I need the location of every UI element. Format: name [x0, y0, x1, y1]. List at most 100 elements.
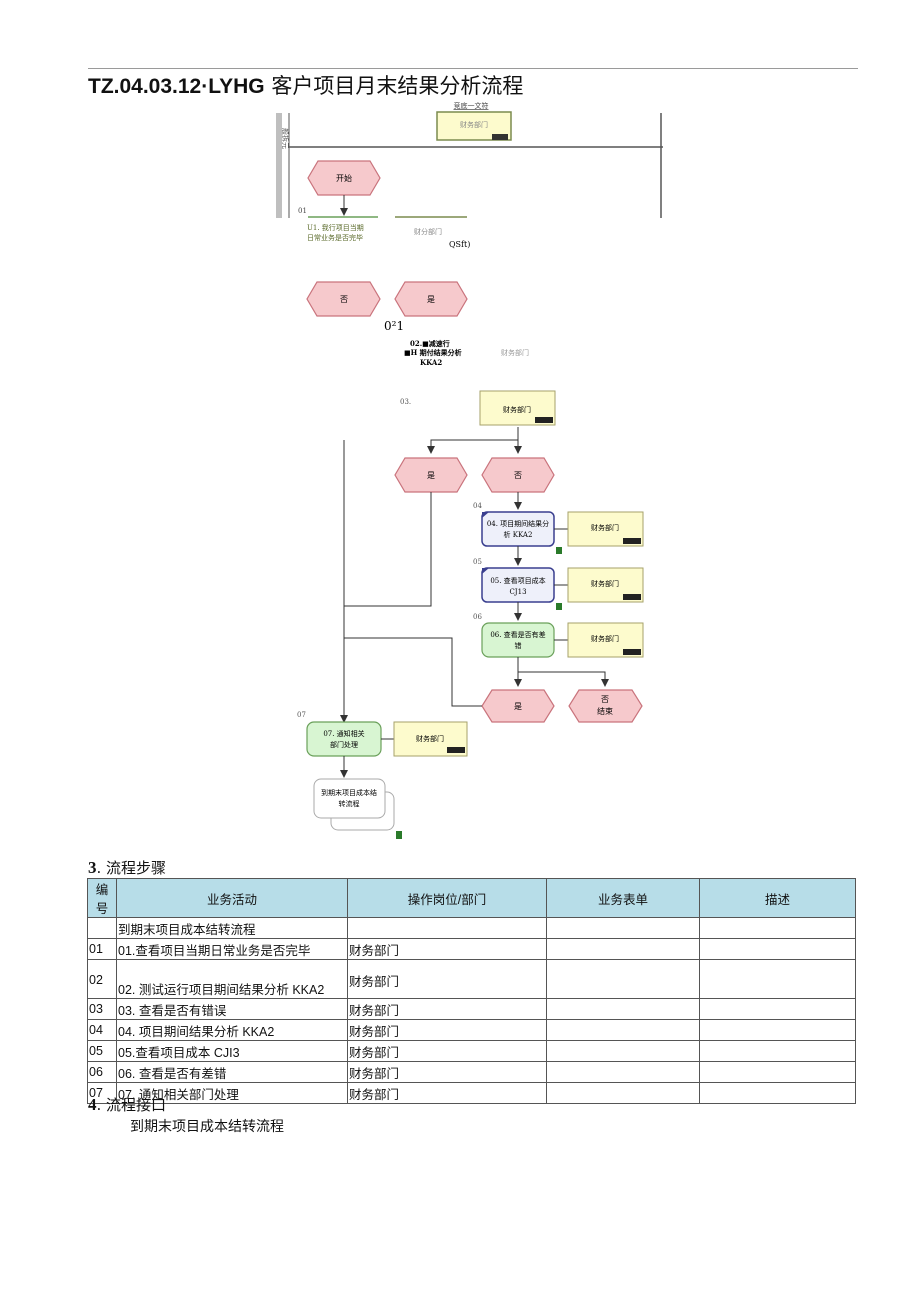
cell-form	[546, 998, 700, 1020]
event-no-2-label: 否	[514, 471, 522, 480]
cell-activity: 到期末项目成本结转流程	[116, 917, 348, 939]
function-box-05	[481, 567, 555, 603]
step06-label-a: 06. 查看是否有差	[490, 630, 545, 639]
section-3-heading: 3. 流程步骤	[88, 857, 166, 878]
top-lane: 般拆元 竞底一文符 财务部门	[276, 101, 663, 218]
cell-description	[699, 1040, 856, 1062]
step05-number: 05	[473, 558, 482, 566]
cell-form	[546, 1082, 700, 1104]
step02-number: 0²1	[384, 319, 404, 333]
org-icon	[623, 538, 641, 544]
cell-activity: 02. 测试运行项目期间结果分析 KKA2	[116, 959, 348, 999]
org-icon	[492, 134, 508, 140]
cell-description	[699, 917, 856, 939]
header-id: 编号	[87, 878, 117, 918]
top-label: 竞底一文符	[454, 101, 489, 110]
step04-label-a: 04. 项目期间结果分	[487, 519, 549, 528]
event-no-1	[306, 281, 381, 317]
step03-number: 03.	[400, 398, 411, 406]
cell-activity: 01.查看项目当期日常业务是否完毕	[116, 938, 348, 960]
step04-number: 04	[473, 502, 482, 510]
org01-label: 财分部门	[414, 227, 442, 236]
step02-label-c: KKA2	[420, 358, 442, 367]
table-row: 04 04. 项目期间结果分析 KKA2 财务部门	[87, 1019, 856, 1041]
cell-id: 05	[87, 1040, 117, 1062]
cell-description	[699, 1061, 856, 1083]
flow-split	[427, 427, 519, 454]
step07-label-a: 07. 通知相关	[323, 729, 364, 738]
cell-description	[699, 998, 856, 1020]
table-row: 到期末项目成本结转流程	[87, 917, 856, 939]
cell-dept: 财务部门	[347, 959, 547, 999]
step06-label-b: 错	[515, 641, 522, 650]
step05-label-a: 05. 查看项目成本	[490, 576, 545, 585]
process-interface-label-b: 转流程	[339, 799, 360, 808]
cell-id: 06	[87, 1061, 117, 1083]
step02-label-b: ■H 期付结果分析	[404, 348, 462, 357]
table-row: 03 03. 查看是否有错误 财务部门	[87, 998, 856, 1020]
start-event-label: 开始	[336, 173, 352, 183]
table-row: 02 02. 测试运行项目期间结果分析 KKA2 财务部门	[87, 959, 856, 999]
org-label-top: 财务部门	[460, 120, 488, 129]
org-icon	[623, 649, 641, 655]
section-4-number: 4	[88, 1095, 97, 1114]
table-row: 06 06. 查看是否有差错 财务部门	[87, 1061, 856, 1083]
org05-label: 财务部门	[591, 579, 619, 588]
process-interface-box	[313, 778, 386, 819]
function-box-07	[306, 721, 382, 757]
cell-id	[87, 917, 117, 939]
table-row: 05 05.查看项目成本 CJI3 财务部门	[87, 1040, 856, 1062]
org03-label: 财务部门	[503, 405, 531, 414]
function-corner-mark	[482, 512, 489, 518]
cell-id: 04	[87, 1019, 117, 1041]
org-icon	[447, 747, 465, 753]
cell-id: 01	[87, 938, 117, 960]
event-no-1-label: 否	[340, 295, 348, 304]
table-row: 01 01.查看项目当期日常业务是否完毕 财务部门	[87, 938, 856, 960]
section-3-title: . 流程步骤	[96, 859, 167, 877]
step07-label-b: 部门处理	[330, 740, 358, 749]
section-4-heading: 4. 流程接口	[88, 1094, 166, 1115]
cell-dept: 财务部门	[347, 998, 547, 1020]
cell-id: 07	[87, 1082, 117, 1104]
cell-form	[546, 959, 700, 999]
process-interface-text: 到期末项目成本结转流程	[130, 1119, 284, 1135]
cell-activity: 07. 通知相关部门处理	[116, 1082, 348, 1104]
cell-description	[699, 1082, 856, 1104]
flow-line-yes2	[344, 492, 432, 607]
org-icon	[535, 417, 553, 423]
header-description: 描述	[699, 878, 856, 918]
process-flow-diagram: 般拆元 竞底一文符 财务部门 开始 01 U1. 我行项目当期 日常业务是否完毕…	[276, 101, 663, 839]
header-form: 业务表单	[546, 878, 700, 918]
step01-label-a: U1. 我行项目当期	[307, 223, 364, 232]
function-box-04	[481, 511, 555, 547]
event-yes-2	[394, 457, 468, 493]
step01-number: 01	[298, 207, 307, 215]
function-corner-mark	[482, 568, 489, 574]
step02-label-a: 02.■减速行	[410, 339, 450, 348]
step05-label-b: CJ13	[509, 588, 526, 596]
cell-dept	[347, 917, 547, 939]
section-3-number: 3	[88, 858, 97, 877]
cell-form	[546, 1019, 700, 1041]
user-icon	[396, 831, 402, 839]
step01-label-b: 日常业务是否完毕	[307, 233, 363, 242]
cell-activity: 04. 项目期间结果分析 KKA2	[116, 1019, 348, 1041]
event-no-end-label-b: 结束	[597, 706, 613, 716]
cell-description	[699, 1019, 856, 1041]
cell-dept: 财务部门	[347, 1082, 547, 1104]
cell-id: 02	[87, 959, 117, 999]
event-yes-3-label: 是	[514, 702, 522, 711]
cell-dept: 财务部门	[347, 1040, 547, 1062]
org02-label: 财务部门	[501, 348, 529, 357]
cell-form	[546, 1040, 700, 1062]
cell-form	[546, 917, 700, 939]
title-text: 客户项目月末结果分析流程	[264, 74, 524, 98]
org04-label: 财务部门	[591, 523, 619, 532]
function-box-06	[481, 622, 555, 658]
org-icon	[623, 594, 641, 600]
process-interface-label-a: 到期末项目成本结	[321, 788, 377, 797]
flow-split	[518, 671, 609, 687]
event-yes-2-label: 是	[427, 471, 435, 480]
user-icon	[556, 547, 562, 554]
